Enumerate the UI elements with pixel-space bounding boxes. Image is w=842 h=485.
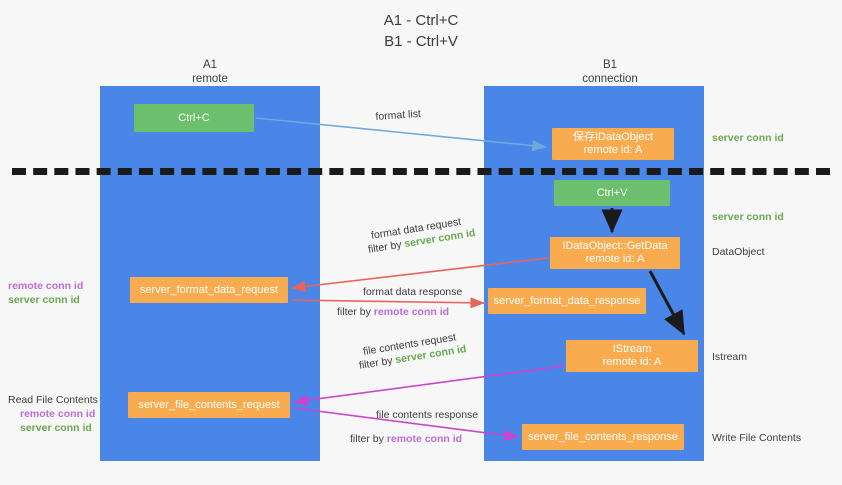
box-server-file-contents-response[interactable]: server_file_contents_response <box>522 424 684 450</box>
column-header-b1: B1 connection <box>530 58 690 86</box>
box-ctrl-v-label: Ctrl+V <box>596 186 628 199</box>
label-format-data-response-filter-prefix: filter by <box>337 306 374 318</box>
margin-left-read-file-contents-title: Read File Contents <box>8 394 98 406</box>
label-format-data-response-filter: filter by remote conn id <box>337 305 449 319</box>
margin-right-server-conn-id-1: server conn id <box>712 132 784 144</box>
margin-left-middle-remote: remote conn id <box>8 280 84 292</box>
title-line-1: A1 - Ctrl+C <box>383 12 459 29</box>
label-file-contents-response-filter: filter by remote conn id <box>350 432 462 446</box>
margin-right-dataobject: DataObject <box>712 246 765 258</box>
label-file-contents-response-filter-prefix: filter by <box>350 433 387 445</box>
margin-left-conn-ids-middle: remote conn id server conn id <box>8 279 83 307</box>
margin-left-middle-server: server conn id <box>8 294 80 306</box>
margin-left-bottom-server: server conn id <box>20 422 92 434</box>
phase-divider <box>12 168 830 175</box>
box-idataobject-line2: remote id: A <box>583 144 643 156</box>
title-line-2: B1 - Ctrl+V <box>384 33 458 50</box>
box-ctrl-c[interactable]: Ctrl+C <box>134 104 254 132</box>
box-server-format-data-request[interactable]: server_format_data_request <box>130 277 288 303</box>
box-getdata-line2: remote id: A <box>585 253 645 265</box>
margin-left-read-file-contents: Read File Contents remote conn id server… <box>8 393 98 435</box>
box-ctrl-c-label: Ctrl+C <box>178 111 210 124</box>
margin-right-server-conn-id-2: server conn id <box>712 211 784 223</box>
box-idataobject-line1: 保存IDataObject <box>572 131 654 143</box>
page-title: A1 - Ctrl+C B1 - Ctrl+V <box>0 10 842 52</box>
column-header-a1-sub: remote <box>192 73 228 85</box>
box-server-file-contents-request-label: server_file_contents_request <box>138 398 280 411</box>
arrow-format-data-response <box>291 297 485 309</box>
column-header-b1-sub: connection <box>582 73 638 85</box>
box-istream[interactable]: IStream remote id: A <box>566 340 698 372</box>
label-file-contents-response-filter-value: remote conn id <box>386 433 463 445</box>
label-format-data-response: format data response <box>363 286 463 298</box>
margin-right-istream: Istream <box>712 351 748 363</box>
box-idataobject[interactable]: 保存IDataObject remote id: A <box>552 128 674 160</box>
column-header-a1-name: A1 <box>202 59 218 71</box>
column-header-a1: A1 remote <box>130 58 290 86</box>
column-header-b1-name: B1 <box>602 59 618 71</box>
box-server-format-data-response-label: server_format_data_response <box>493 294 641 307</box>
box-istream-line2: remote id: A <box>602 356 662 368</box>
box-server-file-contents-request[interactable]: server_file_contents_request <box>128 392 290 418</box>
box-istream-line1: IStream <box>612 343 652 355</box>
label-format-list: format list <box>375 107 422 123</box>
box-ctrl-v[interactable]: Ctrl+V <box>554 180 670 206</box>
label-file-contents-response: file contents response <box>376 409 479 421</box>
box-idataobject-getdata[interactable]: IDataObject::GetData remote id: A <box>550 237 680 269</box>
box-server-format-data-response[interactable]: server_format_data_response <box>488 288 646 314</box>
label-format-data-response-filter-value: remote conn id <box>373 306 450 318</box>
box-server-format-data-request-label: server_format_data_request <box>139 283 279 296</box>
margin-right-write-file-contents: Write File Contents <box>712 432 802 444</box>
margin-left-bottom-remote: remote conn id <box>20 408 96 420</box>
box-server-file-contents-response-label: server_file_contents_response <box>528 430 678 443</box>
box-getdata-line1: IDataObject::GetData <box>562 240 668 252</box>
